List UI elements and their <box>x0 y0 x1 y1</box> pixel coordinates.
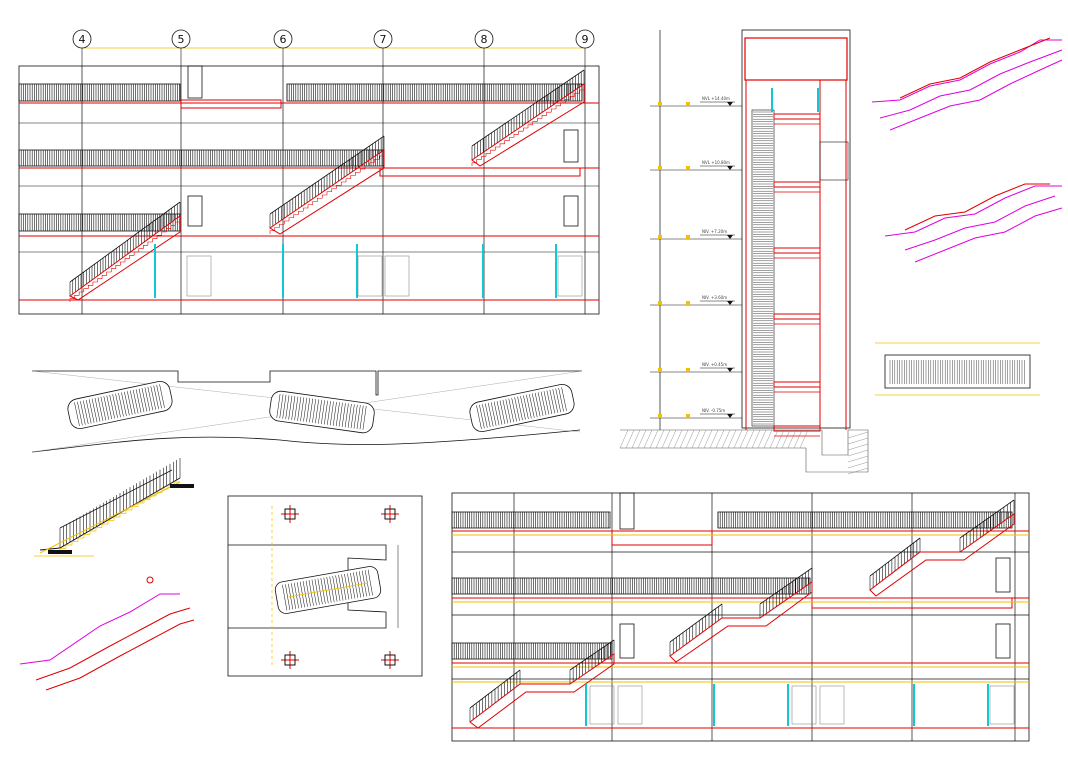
stair-plan-curved <box>31 370 583 453</box>
level-label: NIV. +3.60m <box>702 295 727 300</box>
level-label: NVL +10.80m <box>702 160 730 165</box>
grid-axis-label: 6 <box>280 33 287 46</box>
grid-axis-bubbles: 4 5 6 7 8 9 <box>72 29 595 66</box>
stair-flights-secondary <box>469 513 1015 729</box>
grid-axis-label: 9 <box>582 33 589 46</box>
stair-plan-small <box>875 342 1040 396</box>
stair-detail-isometric <box>19 458 195 691</box>
grid-axis-label: 7 <box>380 33 387 46</box>
stair-section-sketches <box>871 37 1063 263</box>
balcony-railings <box>18 69 585 296</box>
stair-flights <box>69 83 585 302</box>
level-label: NVL +14.40m <box>702 96 730 101</box>
elevation-panel-main: 4 5 6 7 8 9 <box>18 29 600 315</box>
level-label: NIV. -0.75m <box>702 408 725 413</box>
elevation-panel-secondary <box>451 492 1030 742</box>
level-label: NIV. +0.45m <box>702 362 727 367</box>
grid-axis-label: 5 <box>178 33 185 46</box>
grid-axis-label: 4 <box>79 33 86 46</box>
stair-plan-detail <box>227 495 423 677</box>
grid-axis-label: 8 <box>481 33 488 46</box>
level-label: NIV. +7.20m <box>702 229 727 234</box>
